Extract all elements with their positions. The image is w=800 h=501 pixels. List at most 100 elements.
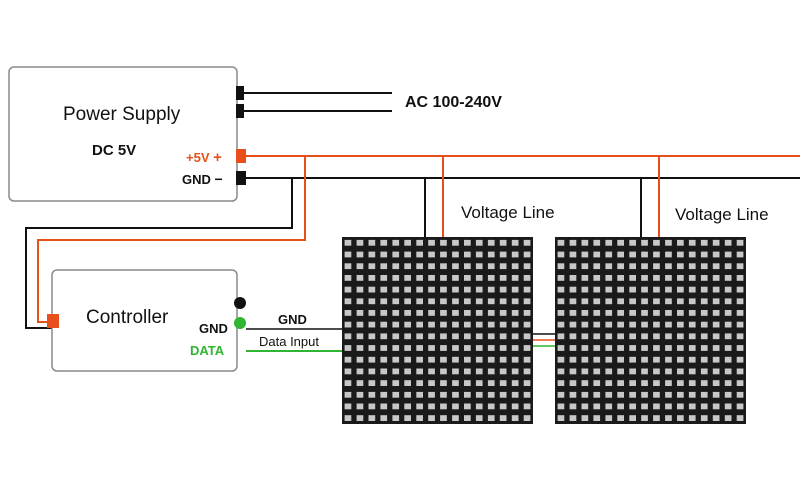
led-pixel bbox=[511, 251, 519, 258]
led-pixel bbox=[581, 368, 589, 375]
led-pixel bbox=[499, 263, 507, 270]
led-pixel bbox=[629, 368, 636, 375]
led-pixel bbox=[665, 251, 672, 258]
led-pixel bbox=[440, 286, 447, 293]
ac-input-label: AC 100-240V bbox=[405, 94, 502, 111]
led-pixel bbox=[344, 391, 352, 398]
led-pixel bbox=[736, 333, 744, 340]
led-pixel bbox=[688, 239, 696, 246]
led-pixel bbox=[605, 403, 613, 410]
led-pixel bbox=[404, 321, 411, 328]
led-pixel bbox=[416, 368, 423, 375]
led-pixel bbox=[392, 239, 400, 246]
led-pixel bbox=[440, 415, 447, 421]
led-pixel bbox=[380, 333, 388, 340]
led-pixel bbox=[356, 321, 364, 328]
led-pixel bbox=[380, 251, 388, 258]
led-pixel bbox=[440, 368, 447, 375]
led-pixel bbox=[581, 391, 589, 398]
led-pixel bbox=[487, 380, 495, 386]
led-pixel bbox=[569, 310, 577, 316]
controller-title: Controller bbox=[86, 307, 169, 328]
led-pixel bbox=[724, 298, 732, 305]
led-pixel bbox=[593, 403, 601, 410]
led-pixel bbox=[653, 275, 660, 281]
led-pixel bbox=[593, 275, 601, 281]
led-pixel bbox=[677, 275, 684, 281]
led-pixel bbox=[487, 368, 495, 375]
led-pixel bbox=[736, 368, 744, 375]
led-pixel bbox=[641, 275, 648, 281]
led-pixel bbox=[416, 239, 423, 246]
led-pixel bbox=[736, 251, 744, 258]
led-pixel bbox=[581, 333, 589, 340]
led-pixel bbox=[677, 415, 684, 421]
led-pixel bbox=[380, 415, 388, 421]
led-pixel bbox=[452, 345, 459, 351]
led-pixel bbox=[487, 356, 495, 363]
led-pixel bbox=[641, 415, 648, 421]
led-pixel bbox=[557, 403, 565, 410]
led-pixel bbox=[653, 415, 660, 421]
controller-gnd-wire bbox=[25, 178, 293, 329]
led-pixel bbox=[392, 263, 400, 270]
led-pixel bbox=[581, 251, 589, 258]
led-pixel bbox=[416, 251, 423, 258]
led-pixel bbox=[475, 345, 483, 351]
led-pixel bbox=[653, 345, 660, 351]
led-pixel bbox=[593, 286, 601, 293]
led-pixel bbox=[557, 298, 565, 305]
led-pixel bbox=[605, 345, 613, 351]
led-pixel bbox=[593, 391, 601, 398]
led-pixel bbox=[356, 239, 364, 246]
led-pixel bbox=[653, 263, 660, 270]
led-pixel bbox=[464, 310, 471, 316]
led-pixel bbox=[428, 310, 435, 316]
led-pixel bbox=[581, 403, 589, 410]
led-pixel bbox=[368, 415, 376, 421]
led-pixel bbox=[677, 356, 684, 363]
led-pixel bbox=[475, 403, 483, 410]
led-pixel bbox=[452, 391, 459, 398]
led-pixel bbox=[452, 368, 459, 375]
led-pixel bbox=[569, 391, 577, 398]
led-pixel bbox=[440, 333, 447, 340]
led-pixel bbox=[428, 403, 435, 410]
led-pixel bbox=[641, 403, 648, 410]
led-pixel bbox=[440, 403, 447, 410]
led-pixel bbox=[581, 298, 589, 305]
led-pixel bbox=[700, 251, 708, 258]
led-pixel bbox=[712, 403, 720, 410]
led-pixel bbox=[712, 310, 720, 316]
led-pixel bbox=[569, 321, 577, 328]
led-pixel bbox=[665, 286, 672, 293]
led-pixel bbox=[392, 310, 400, 316]
led-pixel bbox=[511, 403, 519, 410]
led-pixel bbox=[629, 239, 636, 246]
led-pixel bbox=[700, 391, 708, 398]
led-pixel bbox=[487, 345, 495, 351]
led-pixel bbox=[440, 298, 447, 305]
panel-1-voltage-label: Voltage Line bbox=[461, 203, 555, 222]
led-pixel bbox=[499, 321, 507, 328]
led-pixel bbox=[499, 275, 507, 281]
led-pixel bbox=[724, 321, 732, 328]
led-pixel bbox=[428, 263, 435, 270]
led-pixel bbox=[464, 321, 471, 328]
led-pixel bbox=[380, 275, 388, 281]
led-pixel bbox=[523, 345, 531, 351]
led-pixel bbox=[605, 356, 613, 363]
led-pixel bbox=[688, 310, 696, 316]
led-pixel bbox=[511, 275, 519, 281]
led-pixel bbox=[677, 239, 684, 246]
data-input-wire-label: Data Input bbox=[259, 334, 319, 349]
led-pixel bbox=[392, 391, 400, 398]
led-pixel bbox=[452, 333, 459, 340]
led-pixel bbox=[464, 415, 471, 421]
led-pixel bbox=[736, 321, 744, 328]
led-pixel bbox=[557, 415, 565, 421]
led-pixel bbox=[380, 310, 388, 316]
led-pixel bbox=[487, 275, 495, 281]
led-pixel bbox=[700, 403, 708, 410]
led-pixel bbox=[724, 380, 732, 386]
